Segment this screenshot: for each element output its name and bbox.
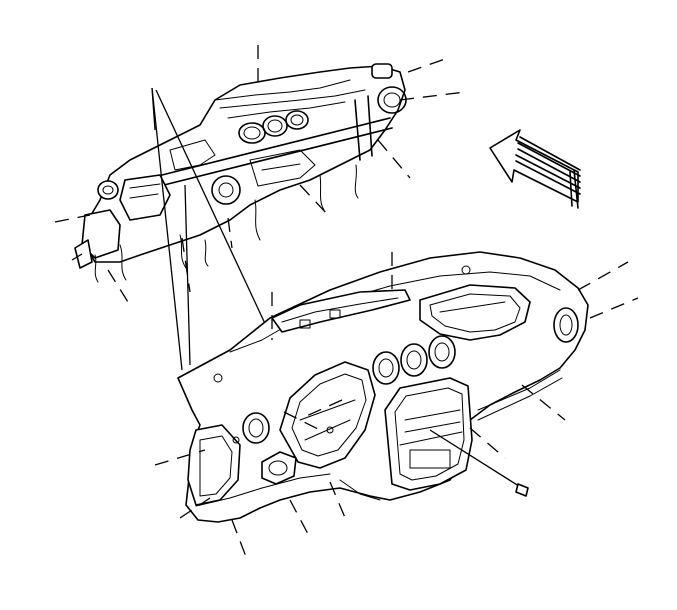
fastener-bolt (429, 429, 529, 497)
direction-arrow (489, 129, 581, 209)
instrument-panel-carrier (177, 251, 589, 523)
upper-module-leaders (54, 45, 466, 303)
heater-ac-module (74, 63, 407, 283)
alignment-guide-lines (151, 87, 269, 371)
lower-panel-leaders (154, 252, 639, 563)
